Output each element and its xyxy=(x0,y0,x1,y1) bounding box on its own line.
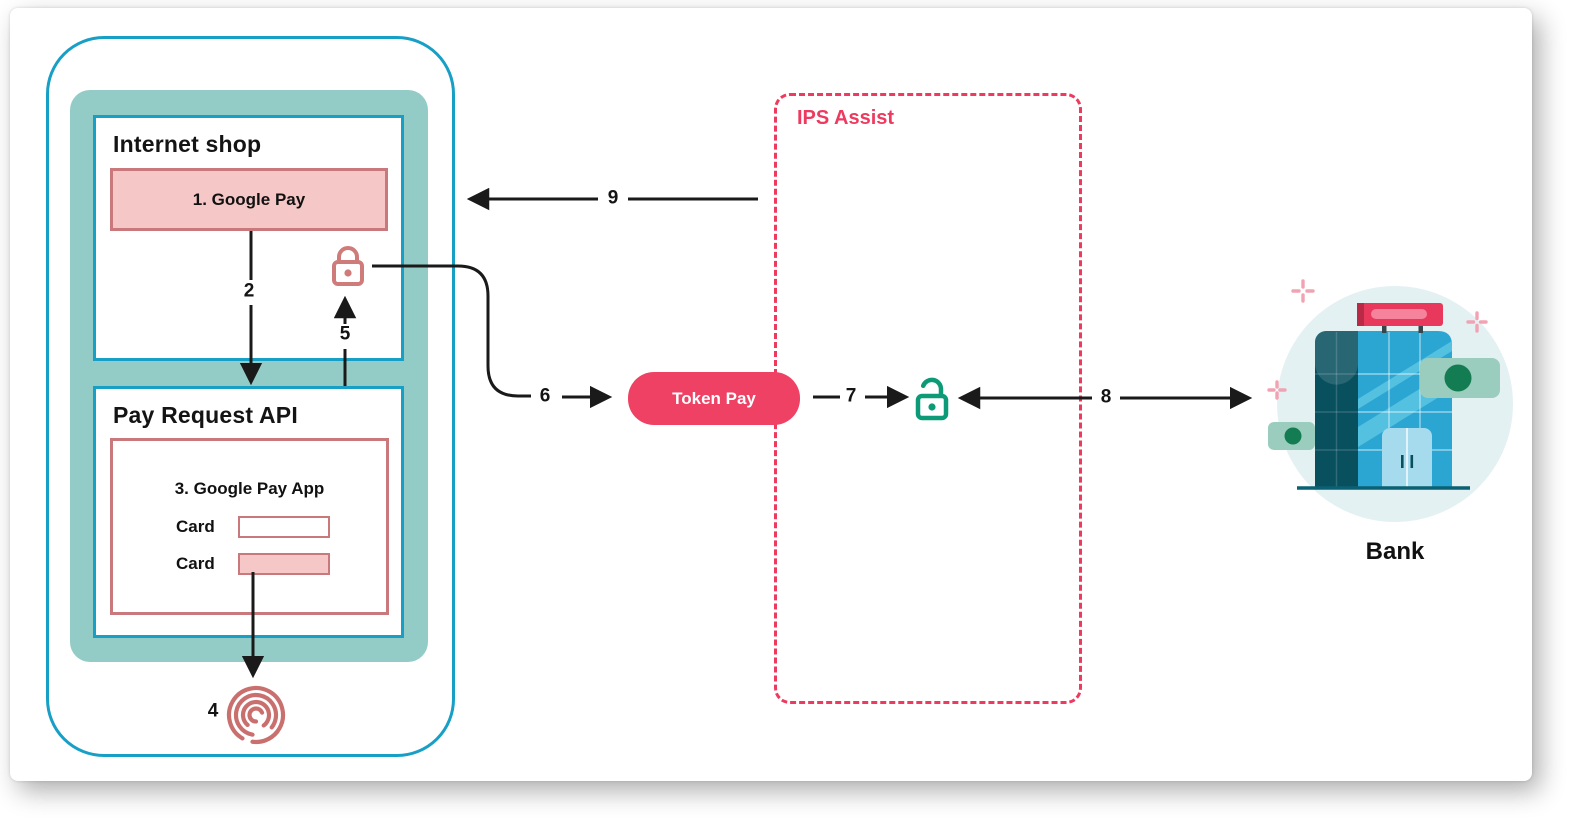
banknote-icon xyxy=(1420,358,1500,398)
unlock-icon xyxy=(915,377,949,421)
step-label-4: 4 xyxy=(202,701,224,723)
bank-building-illustration xyxy=(1267,279,1513,522)
internet-shop-title: Internet shop xyxy=(113,131,262,157)
bank-sign xyxy=(1357,303,1443,333)
bank-door xyxy=(1382,428,1432,487)
banknote-icon xyxy=(1268,422,1315,450)
step-label-7: 7 xyxy=(840,386,862,408)
sparkle-icon xyxy=(1267,279,1488,400)
google-pay-app-panel: 3. Google Pay App Card Card xyxy=(110,438,389,615)
google-pay-app-title: 3. Google Pay App xyxy=(174,479,325,498)
diagram-card: Internet shop 1. Google Pay Pay Request … xyxy=(10,8,1532,781)
bank-label: Bank xyxy=(1365,538,1425,565)
card-row-2-label: Card xyxy=(176,554,215,573)
step-label-5: 5 xyxy=(334,324,356,346)
token-pay-badge: Token Pay xyxy=(628,372,800,425)
pay-request-api-title: Pay Request API xyxy=(113,402,298,428)
card-row-1-input xyxy=(238,516,330,538)
step-label-9: 9 xyxy=(602,188,624,210)
google-pay-button: 1. Google Pay xyxy=(110,168,388,231)
fingerprint-icon xyxy=(226,685,286,745)
bank-tower xyxy=(1315,331,1359,487)
step-label-2: 2 xyxy=(238,281,260,303)
step-label-6: 6 xyxy=(534,386,556,408)
step-label-8: 8 xyxy=(1095,387,1117,409)
lock-icon xyxy=(332,246,364,286)
card-row-2-input-selected xyxy=(238,553,330,575)
card-row-1-label: Card xyxy=(176,517,215,536)
ips-assist-title: IPS Assist xyxy=(797,107,895,129)
token-pay-label: Token Pay xyxy=(672,388,756,408)
google-pay-button-label: 1. Google Pay xyxy=(192,189,306,209)
internet-shop-box: Internet shop xyxy=(93,115,404,361)
